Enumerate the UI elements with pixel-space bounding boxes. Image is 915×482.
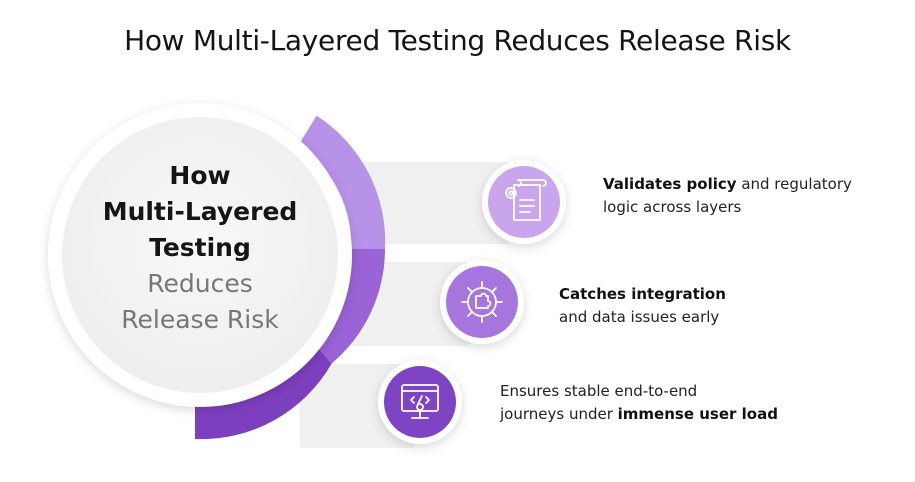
item-2-icon-badge: [440, 260, 524, 344]
gear-puzzle-icon: [461, 281, 503, 323]
center-line-2: Multi-Layered: [102, 197, 298, 226]
item-1-bold: Validates policy: [603, 175, 737, 193]
item-3-text: Ensures stable end-to-end journeys under…: [500, 380, 840, 426]
item-1-text: Validates policy and regulatory logic ac…: [603, 173, 893, 219]
arc-segment-top: [298, 115, 386, 249]
center-line-4: Reduces: [147, 269, 253, 298]
item-3-icon-badge: [378, 360, 462, 444]
center-label: How Multi-Layered Testing Reduces Releas…: [70, 158, 330, 338]
item-1-line-2: logic across layers: [603, 198, 742, 216]
center-line-5: Release Risk: [121, 305, 279, 334]
item-2-line-2: and data issues early: [559, 308, 720, 326]
center-line-3: Testing: [149, 233, 251, 262]
policy-document-gear-icon: [505, 179, 547, 221]
item-2-text: Catches integration and data issues earl…: [559, 283, 859, 329]
item-3-line-1: Ensures stable end-to-end: [500, 382, 698, 400]
page-title: How Multi-Layered Testing Reduces Releas…: [124, 24, 791, 57]
item-3-bold: immense user load: [617, 405, 778, 423]
item-2-bold: Catches integration: [559, 285, 726, 303]
monitor-code-gear-icon: [401, 384, 439, 419]
item-1-rest: and regulatory: [736, 175, 852, 193]
center-line-1: How: [169, 161, 231, 190]
item-3-line-2-pre: journeys under: [500, 405, 618, 423]
inner-grey-circle: [62, 117, 338, 393]
item-1-icon-badge: [482, 160, 566, 244]
